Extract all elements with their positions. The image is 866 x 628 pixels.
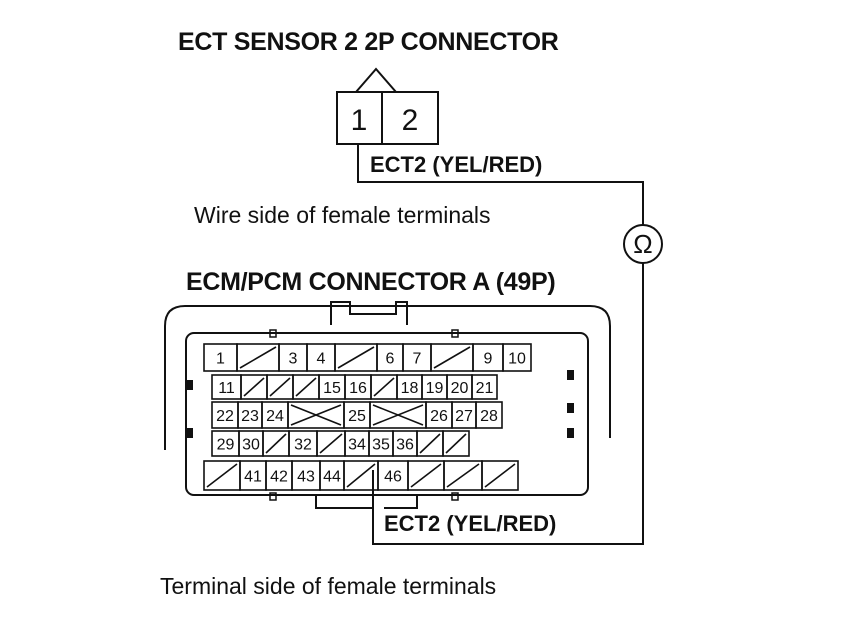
ecm-terminal-24: 24: [266, 408, 284, 425]
ecm-cell-r5-c10: [481, 460, 519, 491]
ecm-terminal-41: 41: [244, 469, 262, 486]
ecm-empty-slash: [446, 463, 480, 488]
terminal-side-caption: Terminal side of female terminals: [160, 573, 497, 599]
wire-label-top: ECT2 (YEL/RED): [370, 152, 543, 177]
ecm-terminal-21: 21: [476, 380, 494, 397]
ecm-inner-frame: [185, 332, 589, 496]
ecm-empty-slash: [337, 346, 375, 369]
ecm-terminal-32: 32: [294, 437, 312, 454]
ecm-empty-slash: [269, 377, 291, 397]
ecm-empty-slash: [295, 377, 317, 397]
ecm-terminal-29: 29: [217, 437, 235, 454]
shell-tab: [187, 428, 193, 438]
ecm-terminal-9: 9: [484, 351, 493, 368]
ecm-terminal-1: 1: [216, 351, 225, 368]
ecm-bottom-latch: [315, 495, 418, 509]
ecm-empty-slash: [445, 433, 467, 454]
wire-label-bottom: ECT2 (YEL/RED): [384, 511, 557, 536]
ohmmeter-symbol: [623, 224, 663, 264]
ecm-blocked-cross: [290, 404, 342, 426]
ecm-empty-slash: [346, 463, 376, 488]
ecm-terminal-22: 22: [216, 408, 234, 425]
ecm-terminal-34: 34: [348, 437, 366, 454]
frame-peg: [451, 492, 459, 501]
frame-peg: [269, 329, 277, 338]
ecm-terminal-16: 16: [349, 380, 367, 397]
ecm-terminal-36: 36: [396, 437, 414, 454]
ecm-terminal-46: 46: [384, 469, 402, 486]
ecm-top-latch: [330, 301, 408, 325]
ecm-terminal-43: 43: [297, 469, 315, 486]
ecm-terminal-35: 35: [372, 437, 390, 454]
ecm-terminal-27: 27: [455, 408, 473, 425]
ecm-terminal-30: 30: [242, 437, 260, 454]
frame-peg: [451, 329, 459, 338]
wire-side-caption: Wire side of female terminals: [194, 202, 491, 228]
ecm-empty-slash: [419, 433, 441, 454]
ecm-cell-r1-c10: [502, 343, 532, 372]
ecm-terminal-11: 11: [218, 380, 235, 397]
ecm-cell-r4-c10: [442, 430, 470, 457]
ecm-empty-slash: [373, 377, 395, 397]
ecm-empty-slash: [206, 463, 238, 488]
sensor-connector-title: ECT SENSOR 2 2P CONNECTOR: [178, 28, 559, 56]
ecm-terminal-28: 28: [480, 408, 498, 425]
ecm-terminal-7: 7: [413, 351, 422, 368]
ecm-terminal-26: 26: [430, 408, 448, 425]
ecm-terminal-42: 42: [270, 469, 288, 486]
sensor-connector-key: [355, 67, 397, 93]
shell-tab: [567, 403, 574, 413]
ecm-outer-shell: [164, 305, 611, 450]
ecm-terminal-6: 6: [386, 351, 395, 368]
ecm-empty-slash: [484, 463, 516, 488]
ecm-empty-slash: [265, 433, 287, 454]
ecm-terminal-19: 19: [426, 380, 444, 397]
ecm-terminal-3: 3: [289, 351, 298, 368]
ecm-empty-slash: [243, 377, 265, 397]
ecm-blocked-cross: [372, 404, 424, 426]
ecm-terminal-20: 20: [451, 380, 469, 397]
ecm-terminal-4: 4: [317, 351, 326, 368]
ecm-empty-slash: [239, 346, 277, 369]
ecm-terminal-44: 44: [323, 469, 341, 486]
ecm-terminal-23: 23: [241, 408, 259, 425]
frame-peg: [269, 492, 277, 501]
sensor-terminal-2: 2: [402, 104, 419, 137]
ecm-empty-slash: [319, 433, 343, 454]
shell-tab: [187, 380, 193, 390]
ecm-empty-slash: [410, 463, 442, 488]
sensor-terminal-1: 1: [351, 104, 368, 137]
shell-tab: [567, 370, 574, 380]
sensor-connector-body: [336, 91, 439, 145]
ecm-terminal-18: 18: [401, 380, 419, 397]
ecm-cell-r2-c11: [471, 374, 498, 400]
ecm-connector-title: ECM/PCM CONNECTOR A (49P): [186, 268, 556, 296]
ecm-terminal-15: 15: [323, 380, 341, 397]
shell-tab: [567, 428, 574, 438]
ohm-glyph: Ω: [633, 229, 652, 259]
ecm-terminal-25: 25: [348, 408, 366, 425]
ecm-empty-slash: [433, 346, 471, 369]
ecm-terminal-10: 10: [508, 351, 526, 368]
ecm-cell-r3-c9: [475, 401, 503, 429]
